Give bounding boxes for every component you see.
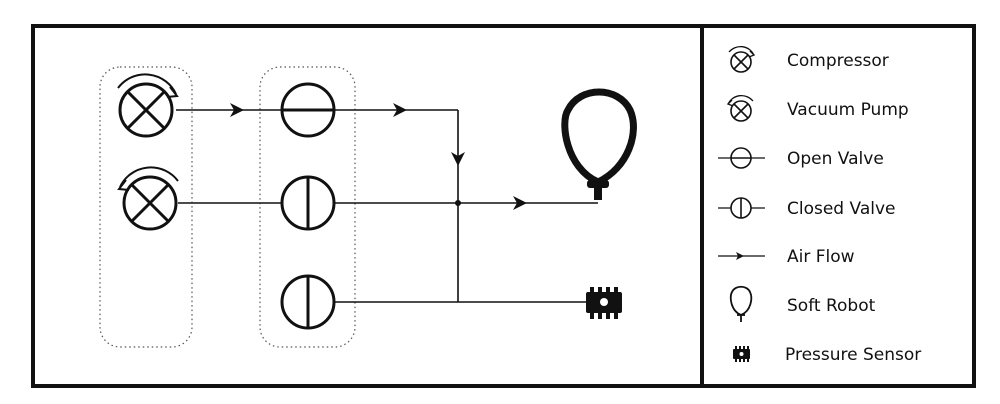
pipes [176,109,598,303]
compressor-icon [117,73,179,138]
open-valve-icon [280,82,336,138]
legend-label: Open Valve [787,149,884,169]
legend-compressor-icon [728,45,756,73]
legend-soft-robot-icon [729,285,753,322]
legend-label: Soft Robot [787,296,876,316]
arrow-1 [230,103,244,117]
closed-valve-icon [280,175,336,231]
legend-open-valve-icon [718,147,765,169]
arrow-3 [451,152,465,166]
arrow-4 [513,196,527,210]
closed-valve-icon [280,274,336,330]
legend-label: Vacuum Pump [787,100,909,120]
legend-label: Pressure Sensor [785,345,921,365]
pump-group [99,66,193,348]
flow-arrows [230,103,527,210]
soft-robot-icon [561,88,637,200]
outer-frame [31,24,976,388]
pressure-sensor-icon [586,287,622,319]
legend-label: Air Flow [787,247,855,267]
vacuum-pump-icon [117,166,179,231]
legend-vacuum-pump-icon [726,94,754,122]
legend-label: Compressor [787,51,889,71]
junction-dot [455,200,461,206]
valve-group [259,66,356,348]
legend-pressure-sensor-icon [733,346,750,362]
legend-closed-valve-icon [718,197,765,219]
legend-air-flow-icon [718,252,765,260]
arrow-2 [393,103,407,117]
legend: Compressor Vacuum Pump Open Valve Closed… [718,45,921,365]
legend-label: Closed Valve [787,199,895,219]
